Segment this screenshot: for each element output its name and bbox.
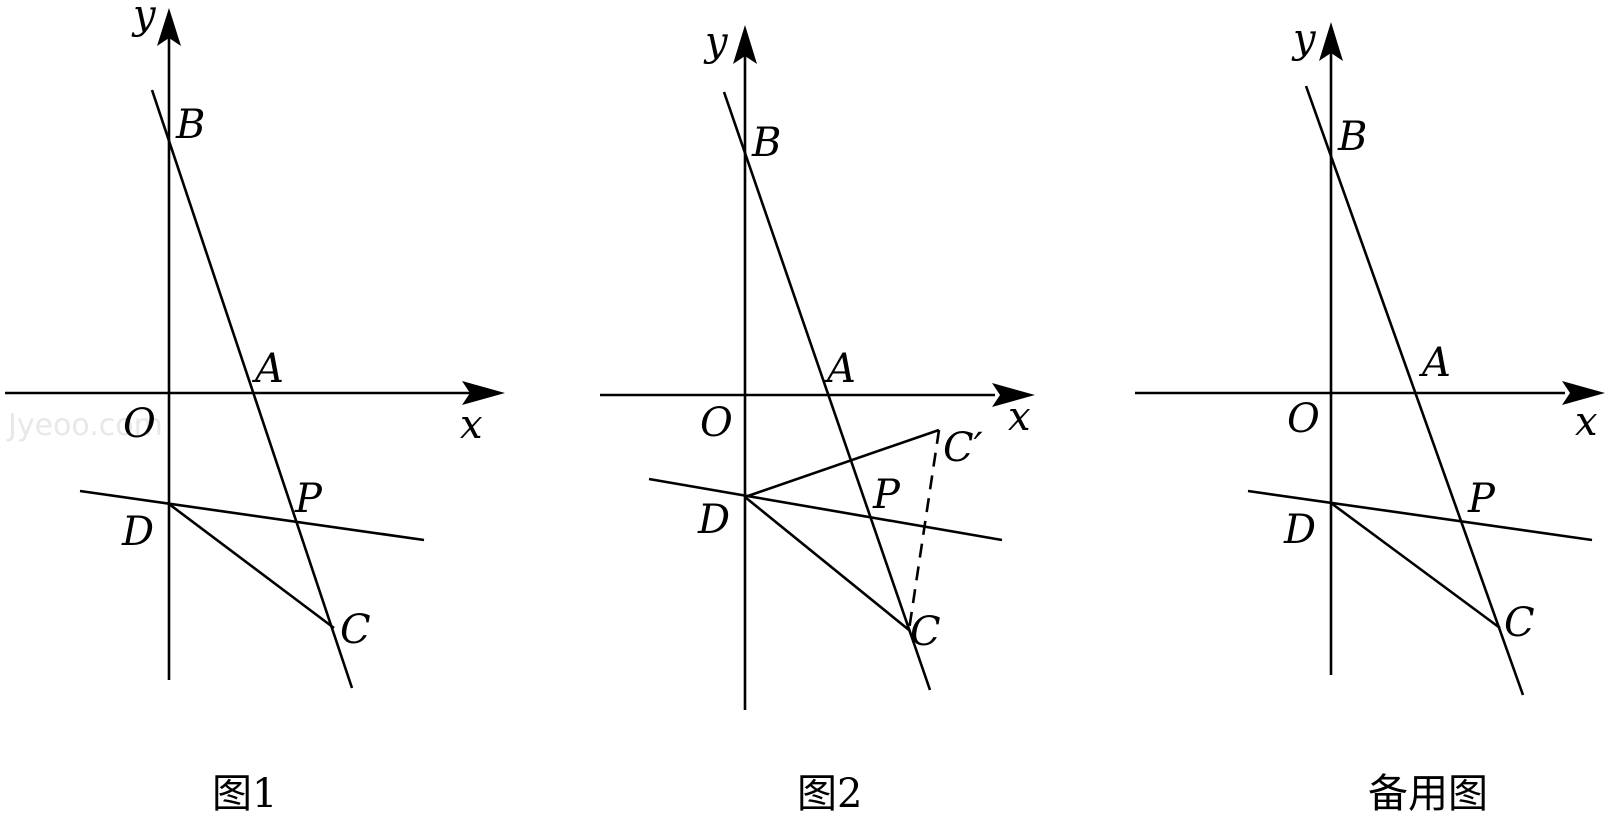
line-bc xyxy=(1304,85,1525,696)
x-axis-arrow-icon xyxy=(992,383,1035,407)
label-a: A xyxy=(1418,340,1451,386)
label-x: x xyxy=(1575,399,1598,445)
label-x: x xyxy=(460,402,483,448)
label-origin: O xyxy=(1287,396,1320,442)
label-b: B xyxy=(175,102,205,148)
line-bc xyxy=(150,89,354,689)
segment-dc xyxy=(168,502,335,630)
caption-figure-2: 图2 xyxy=(797,771,862,817)
y-axis-arrow-icon xyxy=(1319,22,1343,61)
label-d: D xyxy=(1283,507,1316,553)
label-origin: O xyxy=(700,400,733,446)
segment-dc xyxy=(1330,501,1501,630)
figure-spare: y x O B A P D C 备用图 xyxy=(1135,16,1605,817)
line-dp xyxy=(79,489,425,542)
y-axis-arrow-icon xyxy=(733,25,757,64)
label-c-prime: C′ xyxy=(943,425,983,471)
label-a: A xyxy=(823,346,856,392)
label-c: C xyxy=(340,607,371,653)
label-y: y xyxy=(131,0,157,38)
caption-figure-spare: 备用图 xyxy=(1368,771,1488,817)
label-c: C xyxy=(1504,600,1535,646)
figure-2: y x O B A C′ P D C 图2 xyxy=(600,19,1035,817)
line-dp xyxy=(648,477,1003,542)
line-dp xyxy=(1247,489,1593,542)
label-y: y xyxy=(703,19,729,65)
label-a: A xyxy=(251,346,284,392)
label-d: D xyxy=(697,497,730,543)
label-b: B xyxy=(1337,114,1367,160)
label-b: B xyxy=(751,120,781,166)
segment-dc xyxy=(744,495,910,632)
y-axis-arrow-icon xyxy=(157,8,181,46)
watermark: Jyeoo.com xyxy=(6,408,163,443)
segment-cc-prime-dashed xyxy=(907,429,941,631)
label-origin: O xyxy=(123,401,156,447)
label-p: P xyxy=(872,472,901,518)
x-axis-arrow-icon xyxy=(1562,381,1605,405)
label-c: C xyxy=(910,609,941,655)
x-axis-arrow-icon xyxy=(462,381,505,405)
figure-1: Jyeoo.com y x O B A P D C 图1 xyxy=(5,0,505,817)
line-bc xyxy=(722,91,932,691)
caption-figure-1: 图1 xyxy=(212,771,277,817)
segment-dc-prime xyxy=(744,428,940,499)
label-d: D xyxy=(121,509,154,555)
label-x: x xyxy=(1008,394,1031,440)
label-p: P xyxy=(294,476,323,522)
label-y: y xyxy=(1291,16,1317,62)
label-p: P xyxy=(1467,476,1496,522)
